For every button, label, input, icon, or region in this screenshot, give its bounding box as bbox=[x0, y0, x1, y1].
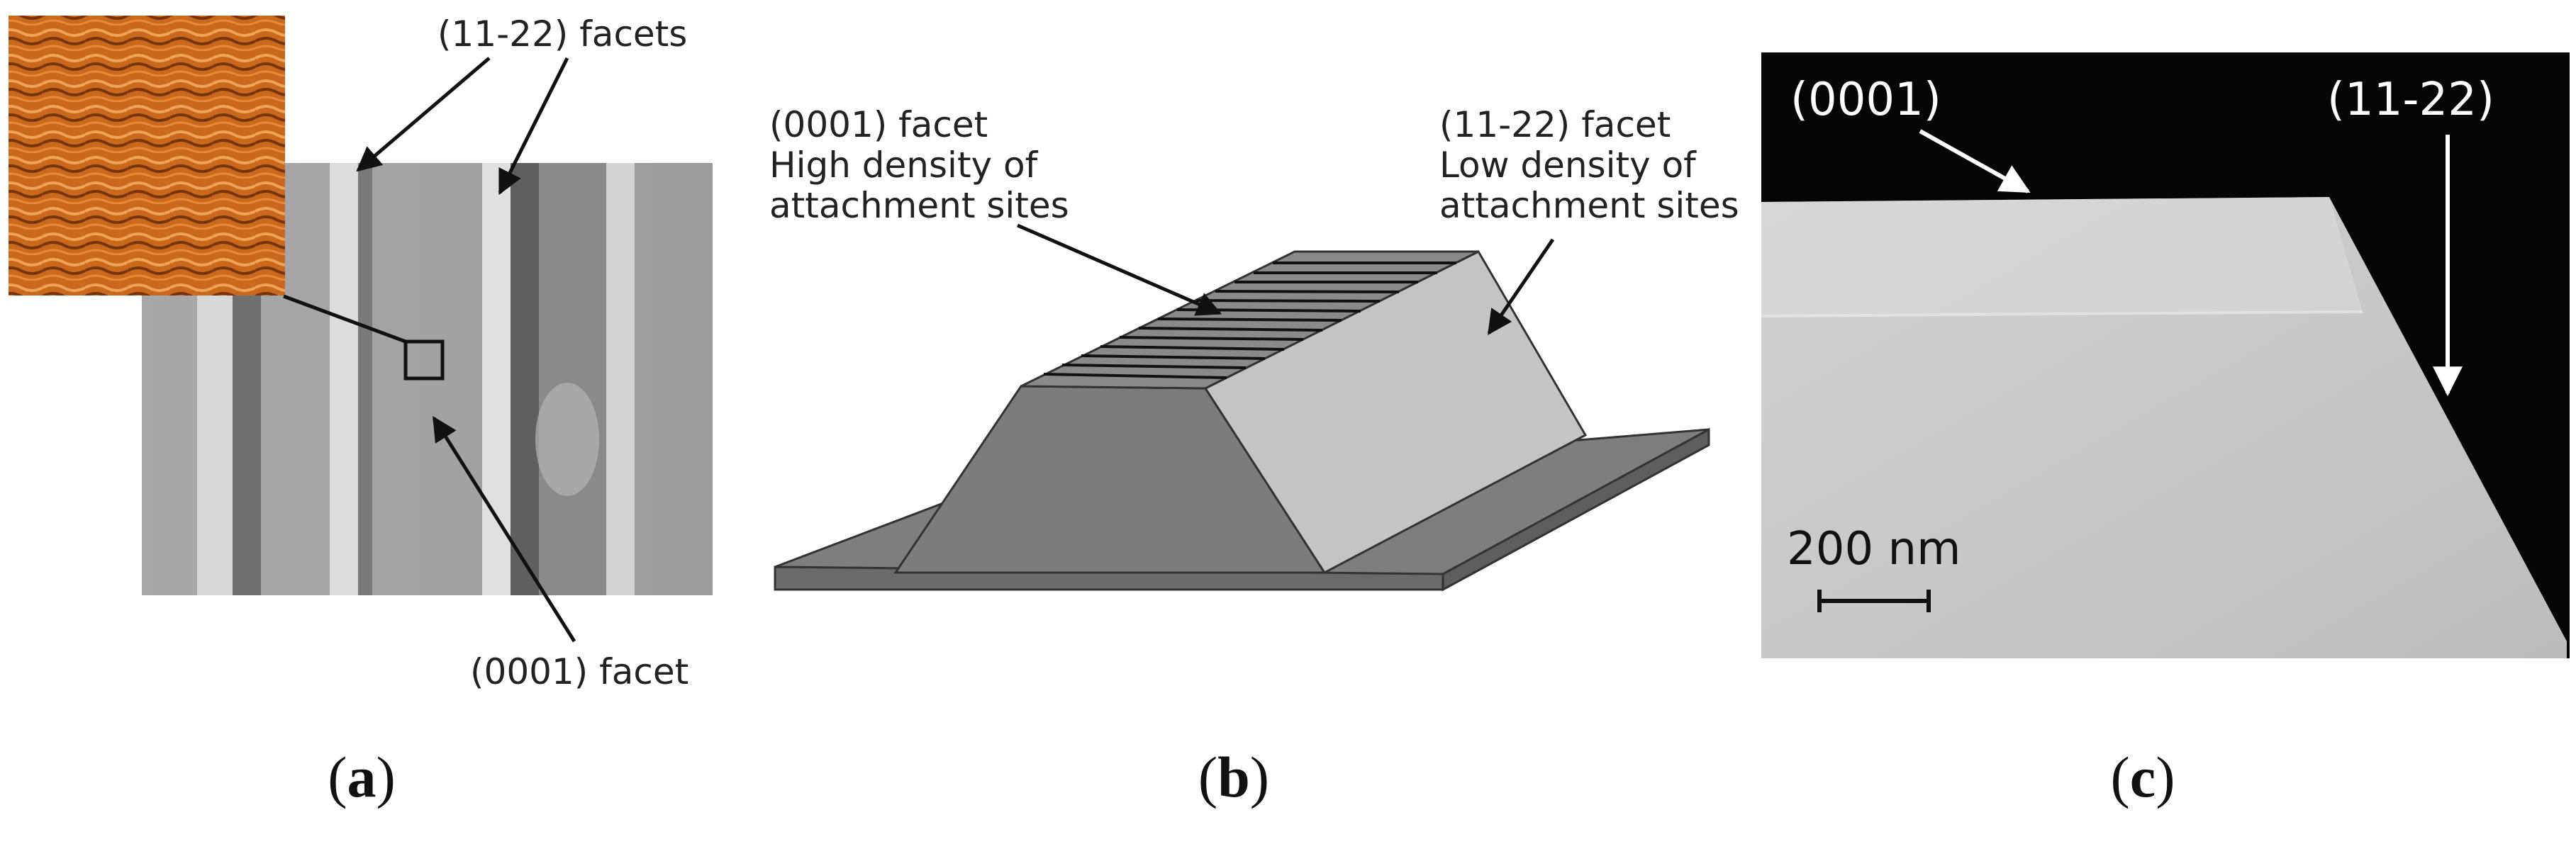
sem-blob bbox=[535, 383, 599, 496]
sem-stripe bbox=[511, 163, 539, 595]
panel-c: (0001) (11-22) 200 nm bbox=[1761, 52, 2570, 658]
panel-b: (0001) facet High density of attachment … bbox=[769, 104, 1739, 592]
tem-interface bbox=[1761, 310, 2363, 317]
caption-a: (a) bbox=[328, 745, 396, 809]
label-0001-c: (0001) bbox=[1790, 74, 1941, 126]
scale-bar bbox=[1817, 590, 1931, 612]
label-b-left-3: attachment sites bbox=[769, 185, 1069, 226]
sem-stripe bbox=[482, 163, 511, 595]
panel-a: (11-22) facets (0001) facet bbox=[9, 13, 713, 692]
selection-box bbox=[403, 339, 445, 381]
arrow-facets-left bbox=[356, 57, 491, 172]
label-b-left-2: High density of bbox=[769, 145, 1039, 186]
sem-stripe bbox=[358, 163, 372, 595]
scale-bar-label: 200 nm bbox=[1787, 523, 1961, 575]
tem-cap-layer bbox=[1761, 197, 2363, 316]
sem-stripe bbox=[539, 163, 606, 595]
label-b-right-3: attachment sites bbox=[1439, 185, 1739, 226]
sem-stripe bbox=[330, 163, 359, 595]
arrow-11-22-facet-b bbox=[1487, 238, 1555, 335]
arrow-facets-right bbox=[498, 57, 569, 196]
afm-inset bbox=[9, 16, 285, 296]
inset-connector bbox=[283, 294, 406, 344]
arrow-0001-facet-b bbox=[1017, 223, 1222, 316]
caption-b: (b) bbox=[1198, 745, 1270, 809]
label-0001-facet: (0001) facet bbox=[470, 651, 688, 692]
label-b-right-1: (11-22) facet bbox=[1439, 104, 1671, 145]
caption-c: (c) bbox=[2110, 745, 2175, 809]
arrow-0001-c bbox=[1919, 129, 2031, 193]
substrate-side bbox=[1442, 427, 1710, 592]
surface-steps bbox=[1043, 261, 1456, 379]
label-11-22-facets: (11-22) facets bbox=[437, 13, 687, 55]
arrow-0001-facet bbox=[432, 416, 576, 643]
label-b-left-1: (0001) facet bbox=[769, 104, 988, 145]
label-b-right-2: Low density of bbox=[1439, 145, 1697, 186]
label-11-22-c: (11-22) bbox=[2327, 74, 2494, 126]
sem-stripe bbox=[606, 163, 635, 595]
